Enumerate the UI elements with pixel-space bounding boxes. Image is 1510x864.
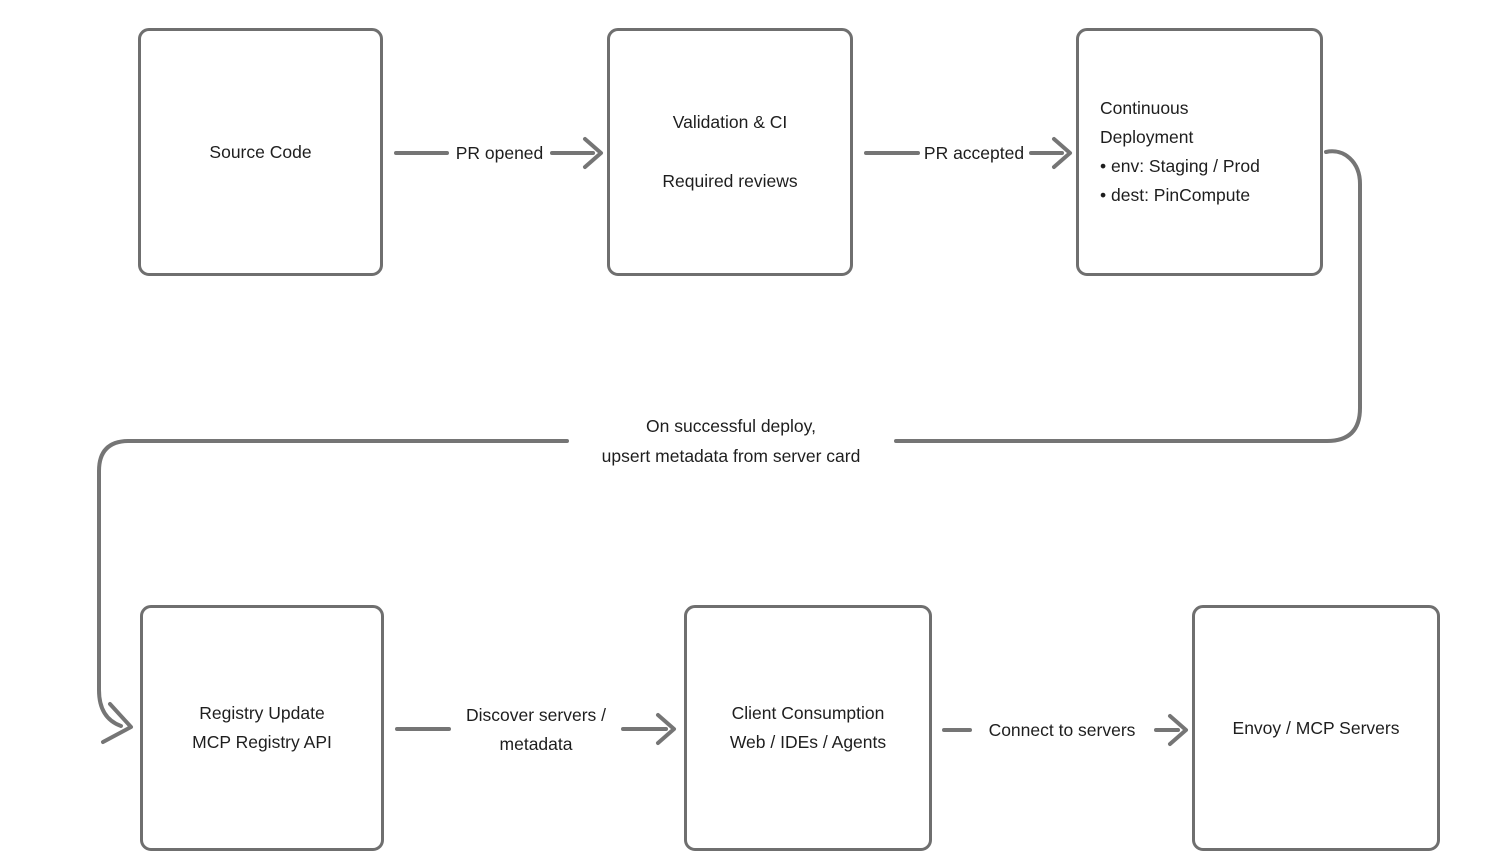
- arrowhead-icon: [1052, 137, 1072, 169]
- edge-deploy-loop-line: [97, 439, 569, 728]
- node-continuous-deployment: Continuous Deployment • env: Staging / P…: [1076, 28, 1323, 276]
- arrowhead-icon: [583, 137, 603, 169]
- node-client-consumption: Client Consumption Web / IDEs / Agents: [684, 605, 932, 851]
- node-label: Source Code: [209, 141, 312, 162]
- node-label: Deployment: [1100, 127, 1194, 147]
- edge-label-pr-opened: PR opened: [437, 140, 562, 166]
- node-label: MCP Registry API: [192, 732, 332, 752]
- edge-label-text: Connect to servers: [988, 720, 1136, 740]
- edge-label-connect-to-servers: Connect to servers: [972, 717, 1152, 743]
- node-label: Client Consumption: [731, 703, 885, 723]
- edge-label-text: upsert metadata from server card: [601, 446, 861, 466]
- node-label: Validation & CI: [672, 112, 788, 132]
- arrowhead-icon: [101, 702, 133, 744]
- node-label: Required reviews: [662, 171, 798, 191]
- edge-label-discover-servers: Discover servers / metadata: [445, 701, 627, 759]
- node-label: Registry Update: [199, 703, 325, 723]
- edge-label-text: Discover servers /: [465, 705, 607, 725]
- edge-label-pr-accepted: PR accepted: [908, 140, 1040, 166]
- node-source-code: Source Code: [138, 28, 383, 276]
- node-envoy-mcp-servers: Envoy / MCP Servers: [1192, 605, 1440, 851]
- edge-label-text: On successful deploy,: [646, 416, 816, 436]
- edge-label-text: PR opened: [455, 143, 544, 163]
- arrowhead-icon: [656, 713, 676, 745]
- edge-deploy-loop-line: [894, 149, 1362, 443]
- node-label: • dest: PinCompute: [1100, 185, 1251, 205]
- edge-label-on-successful-deploy: On successful deploy, upsert metadata fr…: [556, 411, 906, 471]
- arrowhead-icon: [1168, 714, 1188, 746]
- node-label: Web / IDEs / Agents: [729, 732, 887, 752]
- node-label: • env: Staging / Prod: [1100, 156, 1260, 176]
- edge-label-text: metadata: [499, 734, 573, 754]
- node-label: Envoy / MCP Servers: [1232, 717, 1400, 738]
- node-label: Continuous: [1100, 98, 1189, 118]
- node-registry-update: Registry Update MCP Registry API: [140, 605, 384, 851]
- node-validation-ci: Validation & CI Required reviews: [607, 28, 853, 276]
- edge-label-text: PR accepted: [923, 143, 1025, 163]
